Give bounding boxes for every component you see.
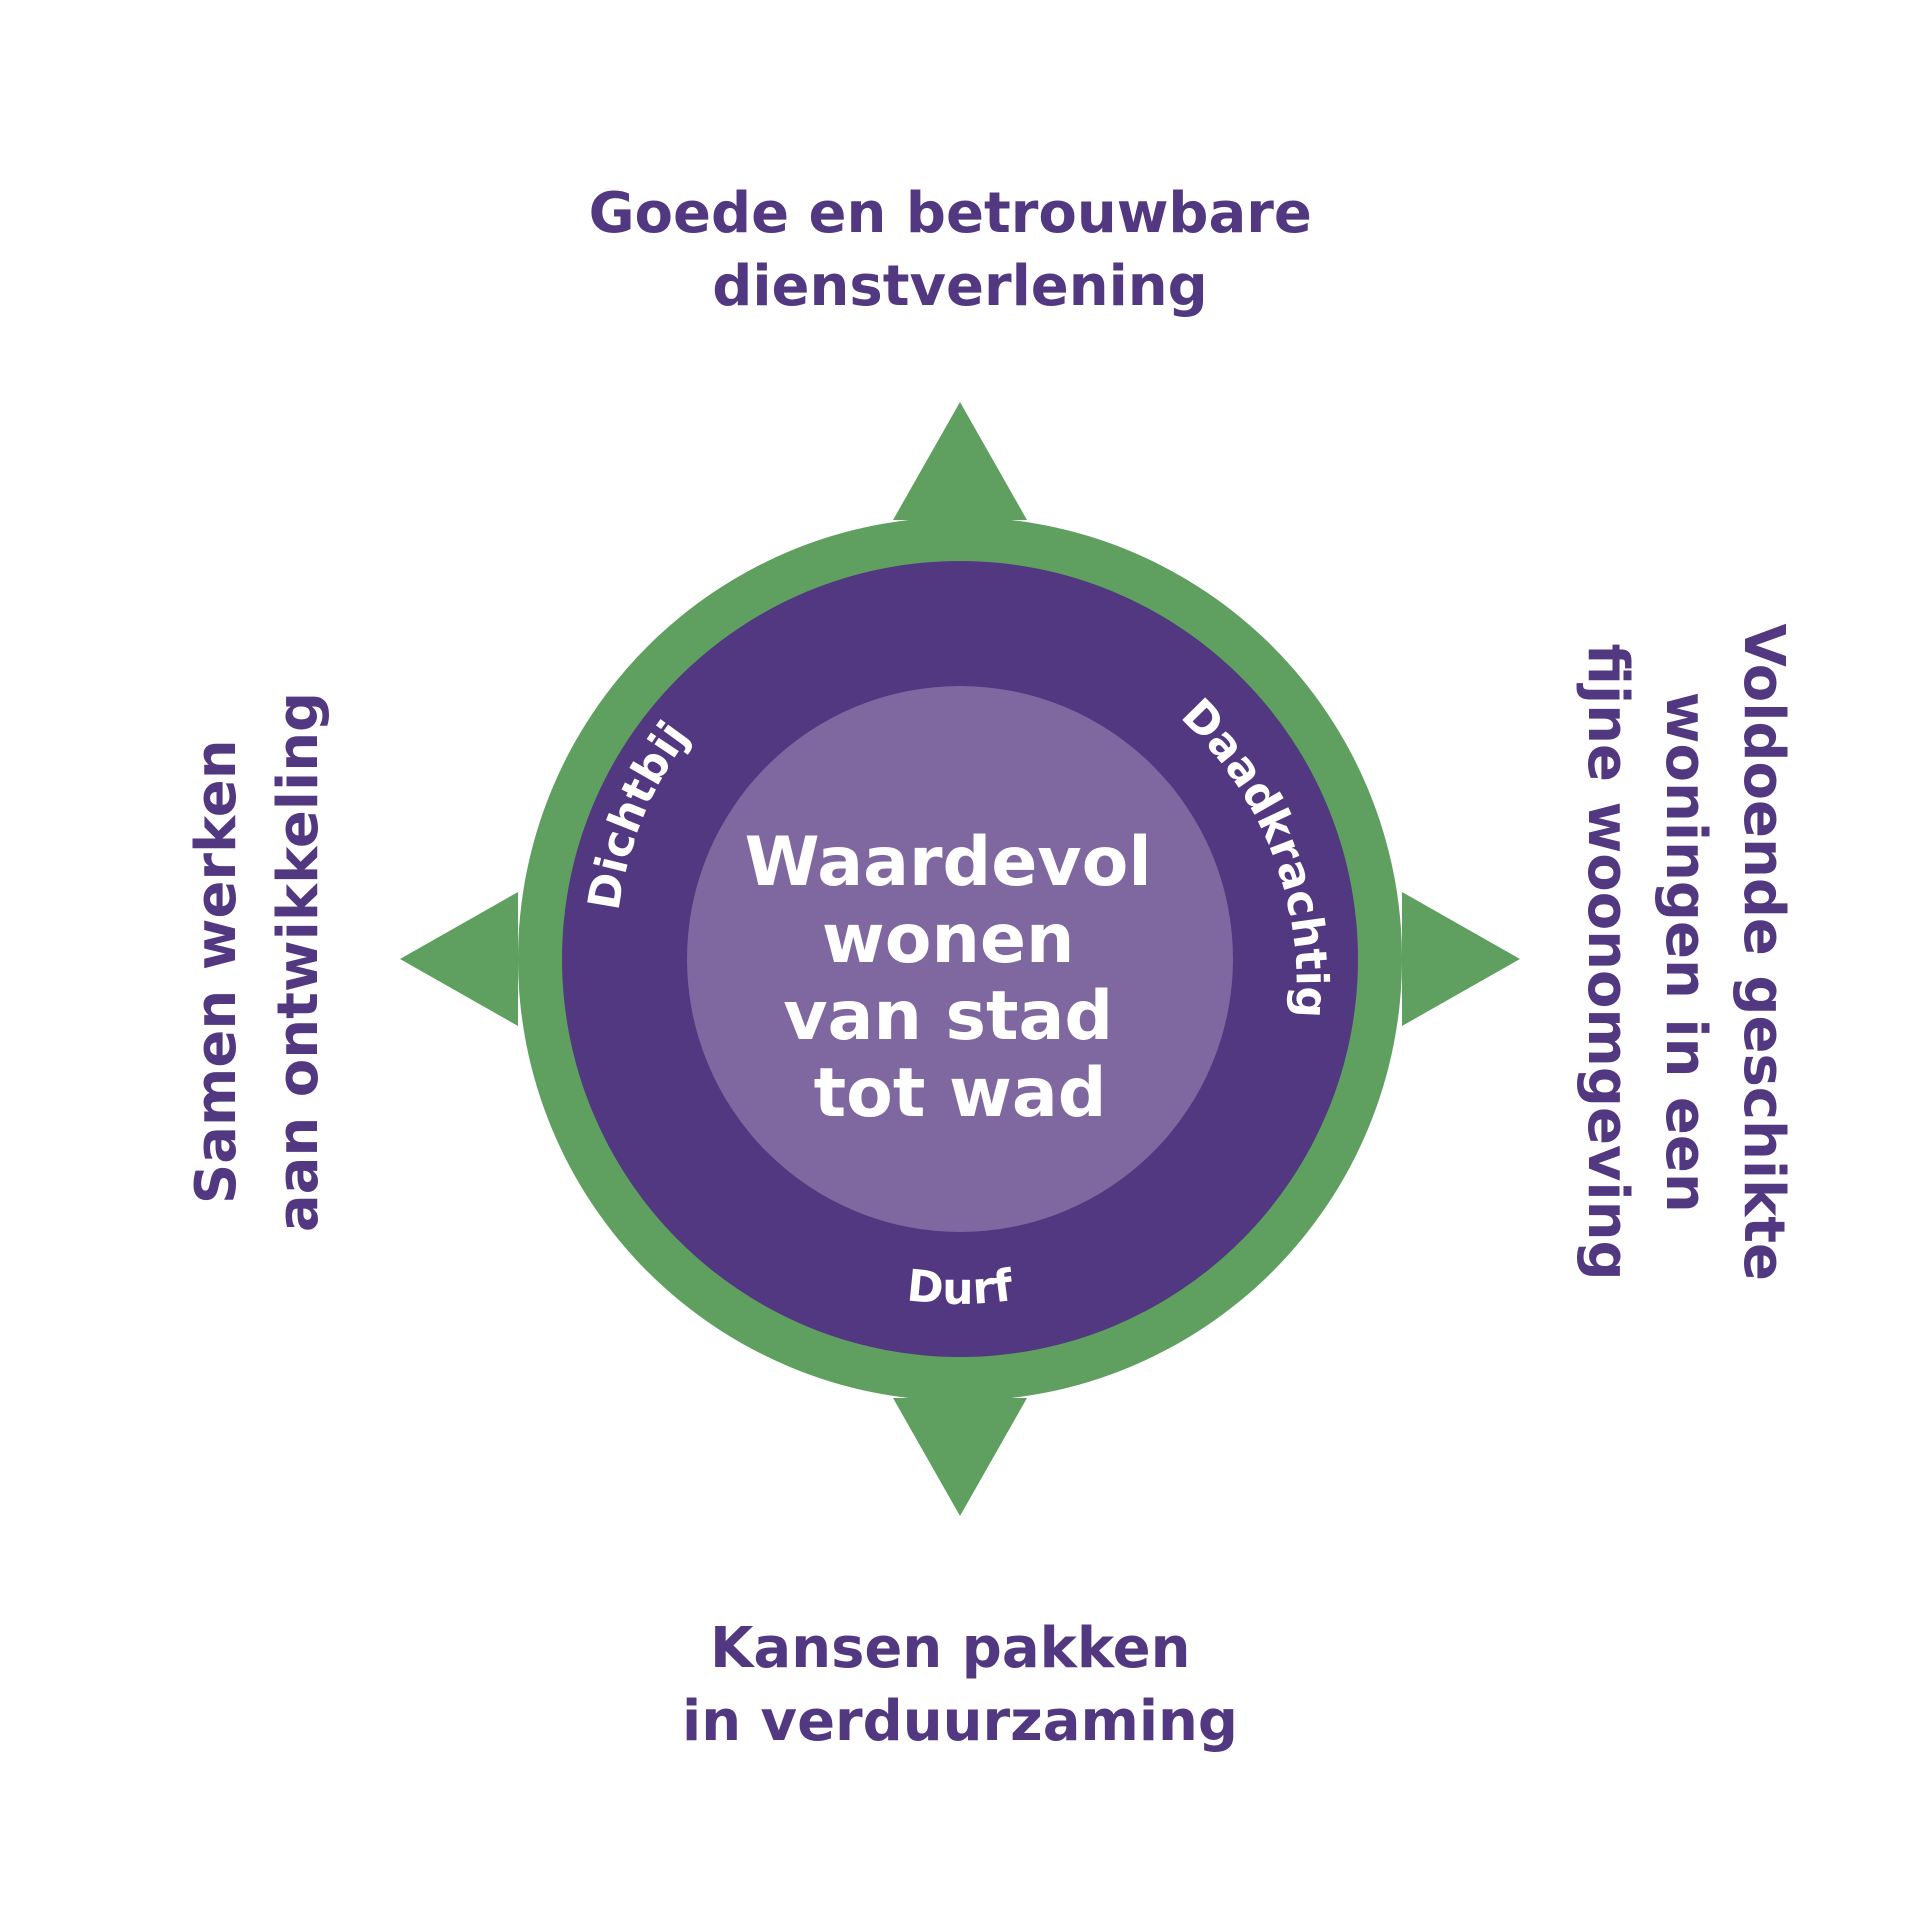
goal-top: Goede en betrouwbare dienstverlening: [589, 181, 1332, 319]
compass-point-top: [893, 402, 1027, 520]
goal-right-line: Voldoende geschikte: [1731, 623, 1796, 1281]
center-line: tot wad: [814, 1054, 1107, 1133]
goal-bottom: Kansen pakken in verduurzaming: [682, 1616, 1238, 1754]
value-bottom: Durf: [905, 1260, 1017, 1315]
center-circle: [687, 686, 1233, 1232]
value-bottom-text: Durf: [905, 1260, 1017, 1315]
compass-point-bottom: [893, 1398, 1027, 1516]
goal-right-line: woningen in een: [1653, 692, 1718, 1213]
goal-top-line: Goede en betrouwbare: [589, 181, 1312, 246]
goal-right-line: fijne woonomgeving: [1575, 643, 1640, 1280]
goal-left-line: aan ontwikkeling: [266, 692, 331, 1232]
compass-point-left: [400, 892, 518, 1026]
center-title: Waardevol wonen van stad tot wad: [745, 823, 1176, 1133]
goal-bottom-line: in verduurzaming: [682, 1689, 1238, 1754]
goal-top-line: dienstverlening: [712, 254, 1208, 319]
center-line: Waardevol: [745, 823, 1152, 902]
goal-left-line: Samen werken: [184, 739, 249, 1204]
goal-left: Samen werken aan ontwikkeling: [184, 692, 331, 1232]
center-line: van stad: [783, 977, 1113, 1056]
goal-right: Voldoende geschikte woningen in een fijn…: [1575, 623, 1796, 1300]
center-line: wonen: [822, 900, 1074, 979]
goal-bottom-line: Kansen pakken: [710, 1616, 1190, 1681]
compass-point-right: [1402, 892, 1520, 1026]
